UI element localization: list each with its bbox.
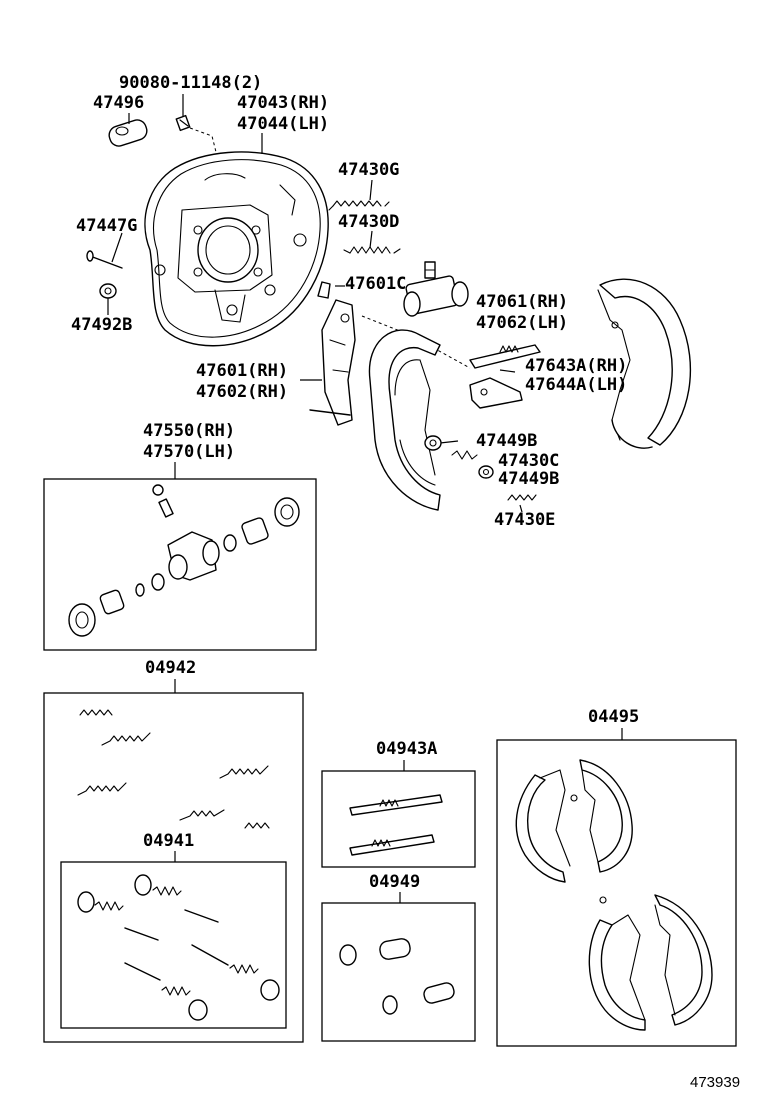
spring-e-part [507,494,537,501]
spring-kit-springs [77,709,270,829]
cup-part [99,283,117,299]
retainer-b-part-2 [478,465,494,479]
label-wheel-cyl-lh: 47062(LH) [476,313,568,333]
pin-part [86,250,123,269]
backing-plate [144,151,329,347]
label-spring-g: 47430G [338,160,399,180]
label-kit-04942: 04942 [145,658,196,678]
retainer-b-part-1 [424,435,442,451]
lever-c-part [317,281,331,299]
label-kit-04495: 04495 [588,707,639,727]
label-cyl-kit-lh: 47570(LH) [143,442,235,462]
label-adjuster-rh: 47643A(RH) [525,356,627,376]
label-pin: 47447G [76,216,137,236]
hold-down-parts [77,874,280,1021]
shoe-kit-box [496,739,737,1047]
spring-c-part [451,450,478,460]
plug-part [108,119,148,147]
label-kit-04949: 04949 [369,872,420,892]
wheel-cylinder-part [403,261,469,317]
brake-shoe-rear [597,278,692,449]
spring-g-part [328,200,390,211]
label-cup: 47492B [71,315,132,335]
spring-d-part [343,246,401,254]
label-cyl-kit-rh: 47550(RH) [143,421,235,441]
label-retainer-2: 47449B [498,469,559,489]
parking-lever-part [309,299,356,426]
adjuster-kit-parts [349,794,443,856]
label-lever-rh-2: 47602(RH) [196,382,288,402]
adjuster-kit-box [321,770,476,868]
label-kit-04943a: 04943A [376,739,437,759]
label-plate-lh: 47044(LH) [237,114,329,134]
label-spring-d: 47430D [338,212,399,232]
bolt-part [175,114,191,132]
wheel-cylinder-kit-box [43,478,317,651]
label-wheel-cyl-rh: 47061(RH) [476,292,568,312]
brake-shoe-front [368,329,441,511]
label-plate-rh: 47043(RH) [237,93,329,113]
label-spring-c: 47430C [498,451,559,471]
label-kit-04941: 04941 [143,831,194,851]
label-bolt: 90080-11148(2) [119,73,262,93]
wheel-cylinder-exploded [68,484,300,637]
label-spring-e: 47430E [494,510,555,530]
label-lever-rh-1: 47601(RH) [196,361,288,381]
label-retainer-1: 47449B [476,431,537,451]
spring-kit-box [43,692,304,1043]
shoe-kit-parts [515,759,713,1031]
plug-kit-parts [339,938,455,1015]
adjuster-part [469,344,541,409]
label-lever-c: 47601C [345,274,406,294]
reference-number: 473939 [690,1074,740,1091]
hold-down-kit-box [60,861,287,1029]
plug-kit-box [321,902,476,1042]
label-plug: 47496 [93,93,144,113]
label-adjuster-lh: 47644A(LH) [525,375,627,395]
